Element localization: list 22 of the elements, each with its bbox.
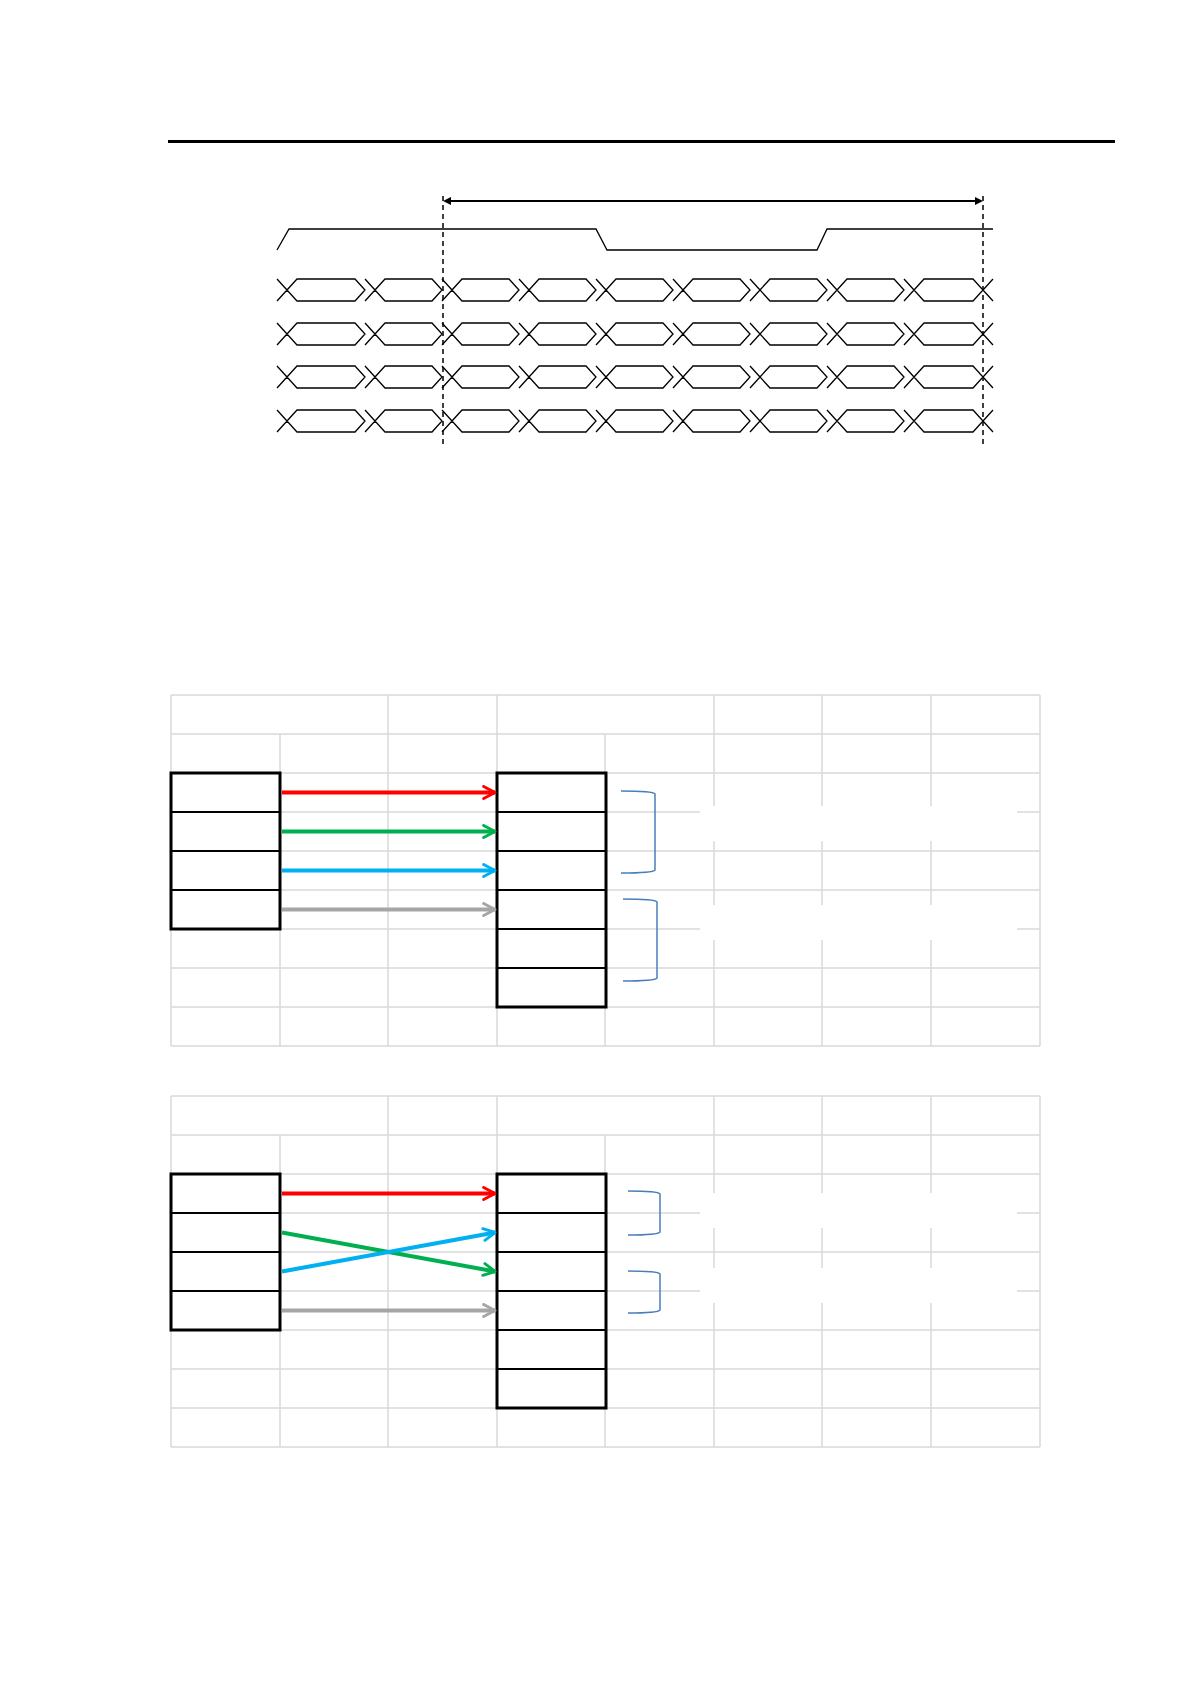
arrow: [282, 863, 497, 878]
arrow: [282, 1303, 497, 1318]
register-cell: [497, 968, 606, 1007]
arrow: [282, 1186, 497, 1201]
register-cell: [497, 1330, 606, 1369]
register-cell: [497, 1252, 606, 1291]
register-cell: [497, 773, 606, 812]
register-cell: [171, 812, 280, 851]
register-cell: [497, 1369, 606, 1408]
register-cell: [497, 890, 606, 929]
register-cell: [497, 851, 606, 890]
register-cell: [497, 1213, 606, 1252]
arrow: [282, 785, 497, 800]
register-cell: [497, 1291, 606, 1330]
register-cell: [497, 1174, 606, 1213]
register-cell: [497, 812, 606, 851]
register-cell: [171, 1252, 280, 1291]
register-cell: [171, 1213, 280, 1252]
arrow: [282, 902, 497, 917]
register-cell: [497, 929, 606, 968]
register-cell: [171, 851, 280, 890]
arrow: [282, 824, 497, 839]
